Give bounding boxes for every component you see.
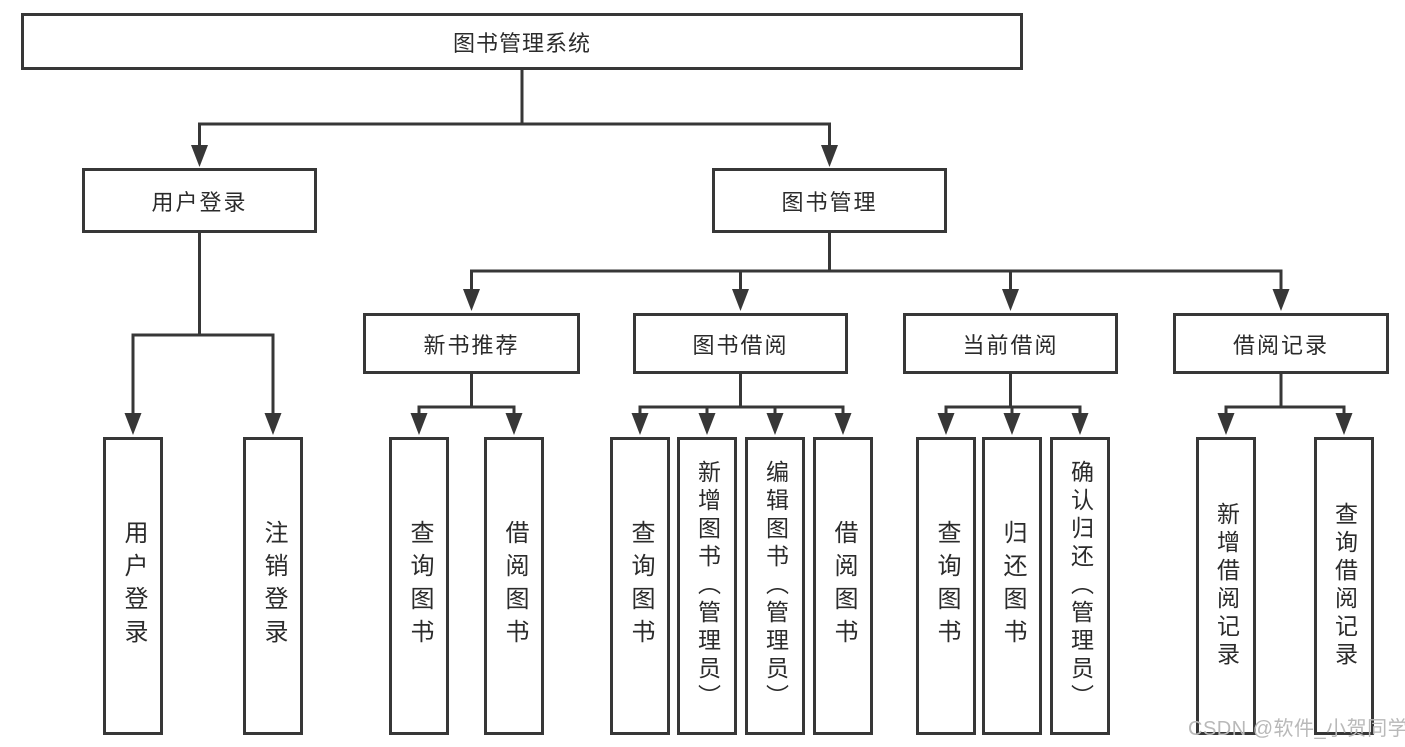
leaf-logout: 注销登录: [243, 437, 303, 735]
node-borrow-records: 借阅记录: [1173, 313, 1389, 374]
leaf-query-borrow-record: 查询借阅记录: [1314, 437, 1374, 735]
node-book-management: 图书管理: [712, 168, 947, 233]
leaf-recommend-borrow-books: 借阅图书: [484, 437, 544, 735]
node-current-borrow: 当前借阅: [903, 313, 1118, 374]
leaf-borrow-query-books: 查询图书: [610, 437, 670, 735]
node-new-book-recommend: 新书推荐: [363, 313, 580, 374]
csdn-watermark: CSDN @软件_小贺同学: [1188, 718, 1405, 740]
connector-current-borrow-to-leaves: [937, 374, 1089, 435]
leaf-borrow-books: 借阅图书: [813, 437, 873, 735]
node-user-login: 用户登录: [82, 168, 317, 233]
leaf-add-books-admin: 新增图书（管理员）: [677, 437, 737, 735]
leaf-confirm-return-admin: 确认归还（管理员）: [1050, 437, 1110, 735]
node-book-borrow: 图书借阅: [633, 313, 848, 374]
connector-book-management-to-level3: [463, 233, 1290, 311]
leaf-user-login: 用户登录: [103, 437, 163, 735]
leaf-recommend-query-books: 查询图书: [389, 437, 449, 735]
connector-user-login-to-leaves: [124, 233, 282, 435]
leaf-return-books: 归还图书: [982, 437, 1042, 735]
connector-borrow-records-to-leaves: [1217, 374, 1353, 435]
node-root-system: 图书管理系统: [21, 13, 1023, 70]
connector-new-book-recommend-to-leaves: [410, 374, 523, 435]
connector-root-to-level2: [191, 70, 838, 167]
leaf-current-query-books: 查询图书: [916, 437, 976, 735]
leaf-add-borrow-record: 新增借阅记录: [1196, 437, 1256, 735]
leaf-edit-books-admin: 编辑图书（管理员）: [745, 437, 805, 735]
connector-book-borrow-to-leaves: [631, 374, 852, 435]
